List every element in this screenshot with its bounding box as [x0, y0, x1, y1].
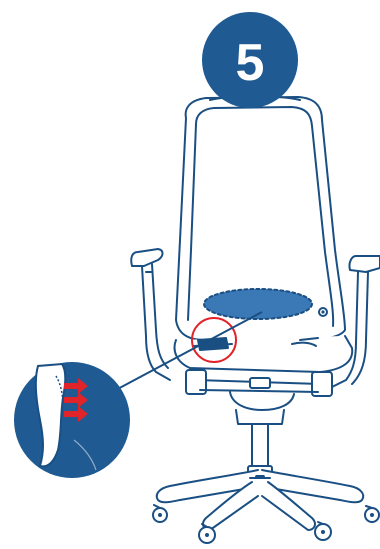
chair-star-base	[157, 470, 364, 530]
push-forward-arrows-icon	[64, 378, 88, 422]
chair-casters	[153, 505, 379, 543]
lumbar-adjust-handle	[194, 338, 232, 350]
chair-column	[236, 410, 284, 476]
step-number: 5	[236, 34, 265, 92]
zoom-detail-inset	[14, 362, 130, 478]
step-badge: 5	[202, 12, 298, 108]
left-armrest	[131, 249, 170, 380]
